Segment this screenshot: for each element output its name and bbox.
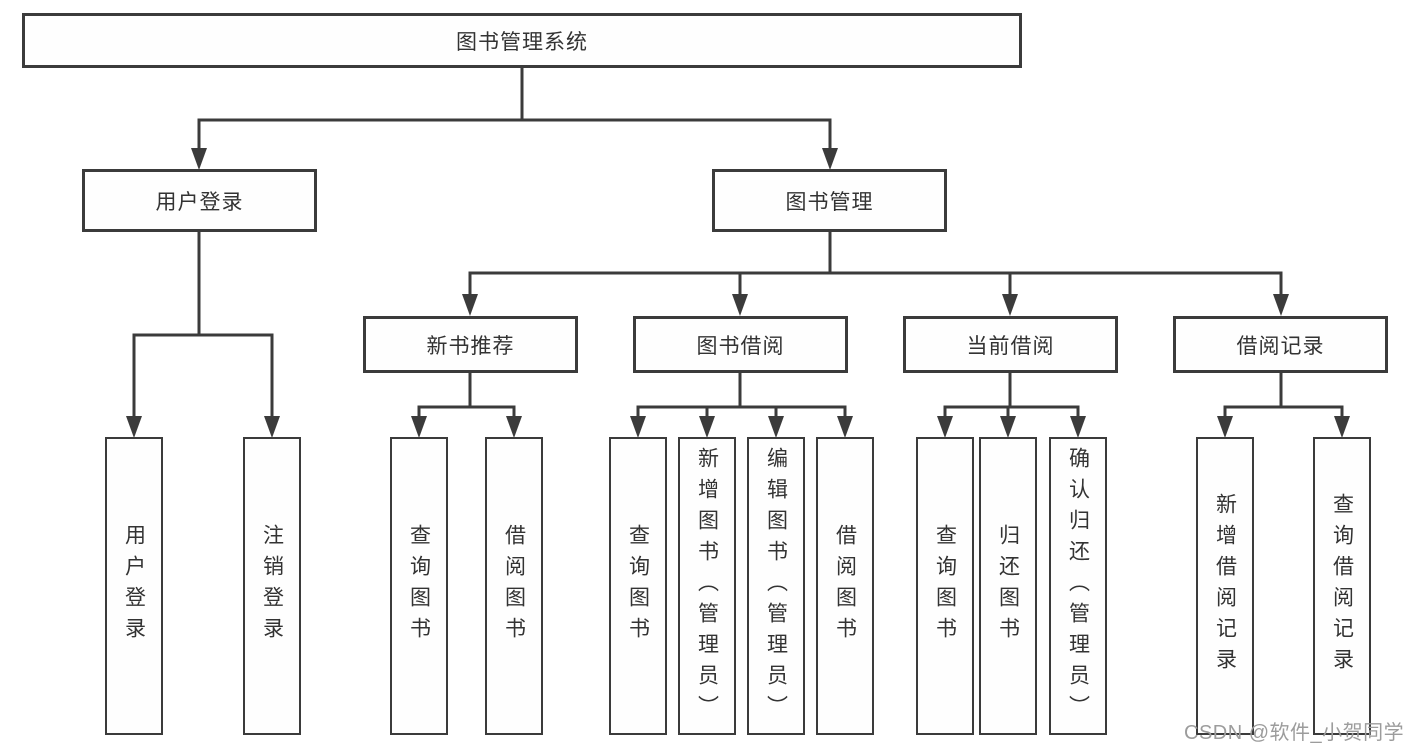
node-user-login-label: 用户登录 [155,190,244,214]
leaf-recommend-query-book: 查询图书 [390,437,448,735]
node-book-management: 图书管理 [712,169,947,232]
node-book-management-label: 图书管理 [785,190,874,214]
leaf-recommend-query-book-label: 查询图书 [407,524,431,648]
node-current-borrowing-label: 当前借阅 [966,334,1055,358]
leaf-borrowing-borrow-book: 借阅图书 [816,437,874,735]
leaf-current-query-book-label: 查询图书 [933,524,957,648]
leaf-records-query-record-label: 查询借阅记录 [1330,493,1354,679]
leaf-borrowing-query-book: 查询图书 [609,437,667,735]
leaf-user-login-label: 用户登录 [122,524,146,648]
leaf-records-add-record: 新增借阅记录 [1196,437,1254,735]
leaf-current-return-book-label: 归还图书 [996,524,1020,648]
leaf-current-confirm-return-admin: 确认归还（管理员） [1049,437,1107,735]
leaf-current-confirm-return-admin-label: 确认归还（管理员） [1066,446,1090,726]
leaf-borrowing-borrow-book-label: 借阅图书 [833,524,857,648]
node-library-system-label: 图书管理系统 [456,30,588,54]
leaf-user-login: 用户登录 [105,437,163,735]
leaf-logout-login-label: 注销登录 [260,524,284,648]
node-book-borrowing-label: 图书借阅 [696,334,785,358]
node-borrowing-records: 借阅记录 [1173,316,1388,373]
csdn-watermark: CSDN @软件_小贺同学 [1184,722,1405,744]
leaf-logout-login: 注销登录 [243,437,301,735]
leaf-borrowing-add-book-admin-label: 新增图书（管理员） [695,446,719,726]
leaf-borrowing-edit-book-admin: 编辑图书（管理员） [747,437,805,735]
leaf-borrowing-edit-book-admin-label: 编辑图书（管理员） [764,446,788,726]
leaf-current-query-book: 查询图书 [916,437,974,735]
node-library-system: 图书管理系统 [22,13,1022,68]
node-book-borrowing: 图书借阅 [633,316,848,373]
leaf-records-query-record: 查询借阅记录 [1313,437,1371,735]
arrowheads [126,148,1350,438]
node-new-book-recommend: 新书推荐 [363,316,578,373]
leaf-recommend-borrow-book: 借阅图书 [485,437,543,735]
leaf-current-return-book: 归还图书 [979,437,1037,735]
node-user-login: 用户登录 [82,169,317,232]
node-current-borrowing: 当前借阅 [903,316,1118,373]
node-new-book-recommend-label: 新书推荐 [426,334,515,358]
leaf-recommend-borrow-book-label: 借阅图书 [502,524,526,648]
node-borrowing-records-label: 借阅记录 [1236,334,1325,358]
leaf-records-add-record-label: 新增借阅记录 [1213,493,1237,679]
leaf-borrowing-query-book-label: 查询图书 [626,524,650,648]
leaf-borrowing-add-book-admin: 新增图书（管理员） [678,437,736,735]
